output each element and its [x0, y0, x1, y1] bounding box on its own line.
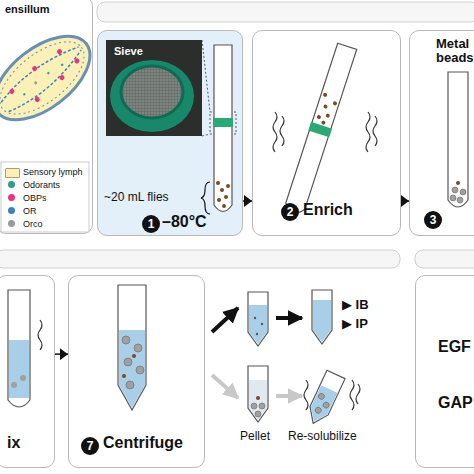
- tube: [249, 305, 267, 344]
- tube-label: Pellet: [240, 430, 270, 443]
- tube: [248, 292, 268, 346]
- process-arrow: [276, 316, 302, 320]
- step-number: 2: [281, 203, 299, 221]
- header-band: [415, 250, 474, 268]
- legend-text: Odorants: [23, 179, 60, 191]
- tube: [261, 323, 263, 325]
- tube: [256, 333, 258, 335]
- tube: [248, 366, 268, 422]
- tube: [317, 392, 325, 400]
- process-arrow: [212, 308, 302, 398]
- tube: [254, 317, 256, 319]
- legend-text: OR: [23, 205, 37, 217]
- step-label: –80°C: [162, 213, 207, 231]
- step-label: Metal beads: [436, 37, 474, 66]
- shake-lines: [350, 380, 354, 410]
- step-label: ix: [7, 434, 20, 452]
- legend-swatch: [8, 194, 15, 201]
- flow-arrow: [243, 200, 252, 202]
- tube: [313, 300, 331, 342]
- tube: [304, 370, 345, 427]
- legend-swatch: [8, 207, 15, 214]
- tube: [314, 406, 322, 414]
- step-label: Centrifuge: [103, 434, 183, 452]
- tube: [248, 292, 268, 346]
- assay-label: ▶ IP: [342, 317, 368, 331]
- shake-lines: [304, 380, 360, 410]
- tube: [312, 290, 332, 344]
- header-band: [0, 250, 400, 268]
- legend-swatch: [8, 220, 15, 227]
- legend-swatch: [5, 168, 20, 178]
- volume-label: ~20 mL flies: [104, 191, 169, 204]
- tube: [249, 380, 267, 420]
- step-box: 1–80°C: [97, 30, 243, 236]
- panel-box: EGF GAP: [415, 275, 474, 468]
- tube: [248, 366, 268, 422]
- tube: [251, 403, 257, 409]
- header-band: [97, 2, 474, 22]
- legend-text: Orco: [23, 218, 43, 230]
- assay-label: ▶ IB: [342, 298, 369, 312]
- process-arrow: [212, 375, 238, 398]
- step-number: 7: [81, 437, 99, 455]
- photo-label: Sieve: [114, 45, 143, 57]
- step-box: Metal beads 3: [409, 30, 474, 236]
- shake-lines: [304, 380, 308, 410]
- step-number: 1: [142, 215, 160, 233]
- legend-swatch: [8, 181, 15, 188]
- step-label: Enrich: [303, 201, 353, 219]
- step-box: 2Enrich: [252, 30, 401, 236]
- blot-label: EGF: [438, 338, 471, 356]
- legend-text: OBPs: [23, 192, 47, 204]
- tube: [256, 396, 260, 400]
- step-number: 3: [424, 211, 442, 229]
- tube: [304, 370, 345, 427]
- blot-label: GAP: [438, 394, 473, 412]
- tube-label: Re-solubilize: [288, 430, 357, 443]
- tube: [306, 385, 338, 425]
- step-box: 7Centrifuge: [68, 275, 205, 468]
- shake-lines: [356, 384, 360, 404]
- tube: [255, 411, 261, 417]
- tube: [322, 401, 330, 409]
- tube: [312, 290, 332, 344]
- panel-title: ensillum: [5, 3, 50, 15]
- tube: [259, 403, 265, 409]
- process-arrow: [276, 394, 302, 398]
- flow-arrow: [55, 353, 68, 355]
- process-arrow: [212, 308, 238, 332]
- legend-text: Sensory lymph: [23, 166, 83, 178]
- step-box: ix: [0, 275, 55, 468]
- flow-arrow: [401, 200, 409, 202]
